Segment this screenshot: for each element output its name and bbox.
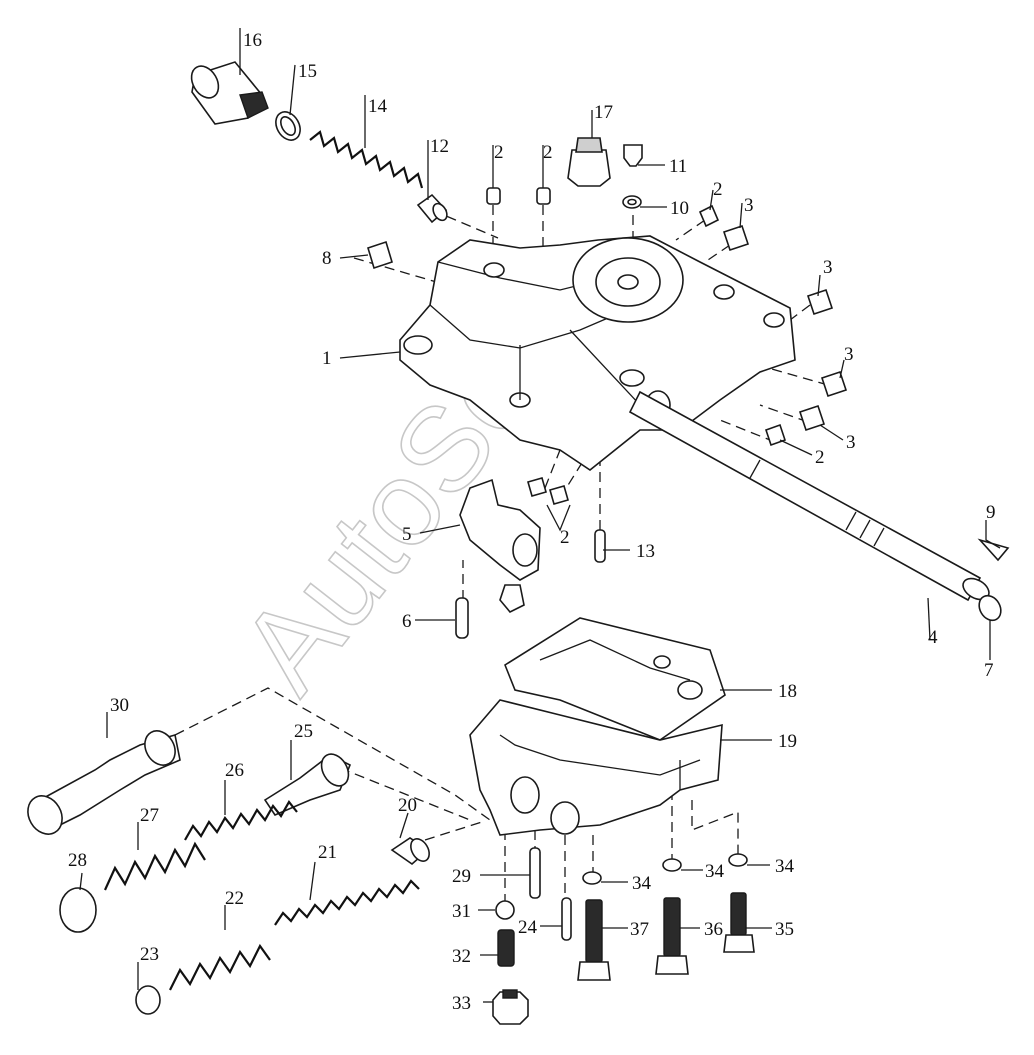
part-30-valve-spool	[27, 730, 181, 835]
part-37-bolt	[577, 899, 611, 981]
label-34-a: 34	[632, 873, 652, 894]
part-19-valve-body	[469, 699, 723, 836]
label-21: 21	[318, 842, 337, 863]
part-27-spring	[103, 841, 206, 891]
part-14-spring	[309, 130, 424, 189]
part-9-pin	[977, 538, 1010, 562]
label-33: 33	[452, 993, 471, 1014]
label-25: 25	[294, 721, 313, 742]
label-10: 10	[670, 198, 689, 219]
label-7: 7	[984, 660, 994, 681]
part-23-cap	[135, 985, 161, 1015]
part-6-pin	[455, 597, 469, 639]
label-22: 22	[225, 888, 244, 909]
label-20: 20	[398, 795, 417, 816]
label-6: 6	[402, 611, 412, 632]
label-30: 30	[110, 695, 129, 716]
part-15-o-ring	[275, 111, 301, 141]
part-29-pin	[529, 847, 541, 899]
label-2-d: 2	[815, 447, 825, 468]
label-13: 13	[636, 541, 655, 562]
part-34-washers	[582, 853, 748, 885]
label-29: 29	[452, 866, 471, 887]
label-2-a: 2	[494, 142, 504, 163]
part-35-bolt	[723, 892, 755, 953]
label-5: 5	[402, 524, 412, 545]
label-34-c: 34	[775, 856, 795, 877]
label-28: 28	[68, 850, 87, 871]
label-27: 27	[140, 805, 159, 826]
label-31: 31	[452, 901, 471, 922]
part-labels: 16 15 14 12 2 2 17 11 10 2 3 3 3 3 2 2 1…	[68, 30, 996, 1014]
label-9: 9	[986, 502, 996, 523]
part-25-piston	[263, 753, 352, 816]
label-3-c: 3	[844, 344, 854, 365]
label-17: 17	[594, 102, 613, 123]
label-23: 23	[140, 944, 159, 965]
label-26: 26	[225, 760, 244, 781]
part-7-ring	[978, 594, 1002, 622]
part-18-gasket	[504, 617, 726, 741]
label-34-b: 34	[705, 861, 725, 882]
label-24: 24	[518, 917, 538, 938]
label-8: 8	[322, 248, 332, 269]
label-4: 4	[928, 627, 938, 648]
label-16: 16	[243, 30, 262, 51]
assembly-lines-lower	[174, 687, 739, 908]
part-24-pin	[561, 897, 572, 941]
label-37: 37	[630, 919, 649, 940]
leader-lines	[79, 28, 1001, 1003]
label-3-a: 3	[744, 195, 754, 216]
part-26-spring	[184, 800, 298, 841]
label-3-d: 3	[846, 432, 856, 453]
part-31-ball	[495, 900, 515, 920]
part-20-sleeve	[390, 837, 430, 866]
part-33-plug	[492, 989, 529, 1025]
label-36: 36	[704, 919, 723, 940]
part-13-pin	[594, 529, 606, 563]
label-2-b: 2	[543, 142, 553, 163]
part-28-cap	[59, 887, 97, 933]
label-14: 14	[368, 96, 388, 117]
part-22-spring	[169, 943, 271, 991]
label-12: 12	[430, 136, 449, 157]
part-32-set-screw	[497, 929, 515, 967]
part-21-spring	[274, 879, 420, 926]
label-11: 11	[669, 156, 687, 177]
part-12-sleeve	[416, 193, 448, 224]
label-35: 35	[775, 919, 794, 940]
label-19: 19	[778, 731, 797, 752]
part-36-bolt	[655, 897, 689, 975]
label-3-b: 3	[823, 257, 833, 278]
label-15: 15	[298, 61, 317, 82]
part-16-plug	[190, 61, 269, 125]
part-4-shaft	[628, 390, 990, 602]
label-2-c: 2	[713, 179, 723, 200]
label-32: 32	[452, 946, 471, 967]
label-2-e: 2	[560, 527, 570, 548]
label-1: 1	[322, 348, 332, 369]
label-18: 18	[778, 681, 797, 702]
part-5-lever	[459, 478, 541, 613]
